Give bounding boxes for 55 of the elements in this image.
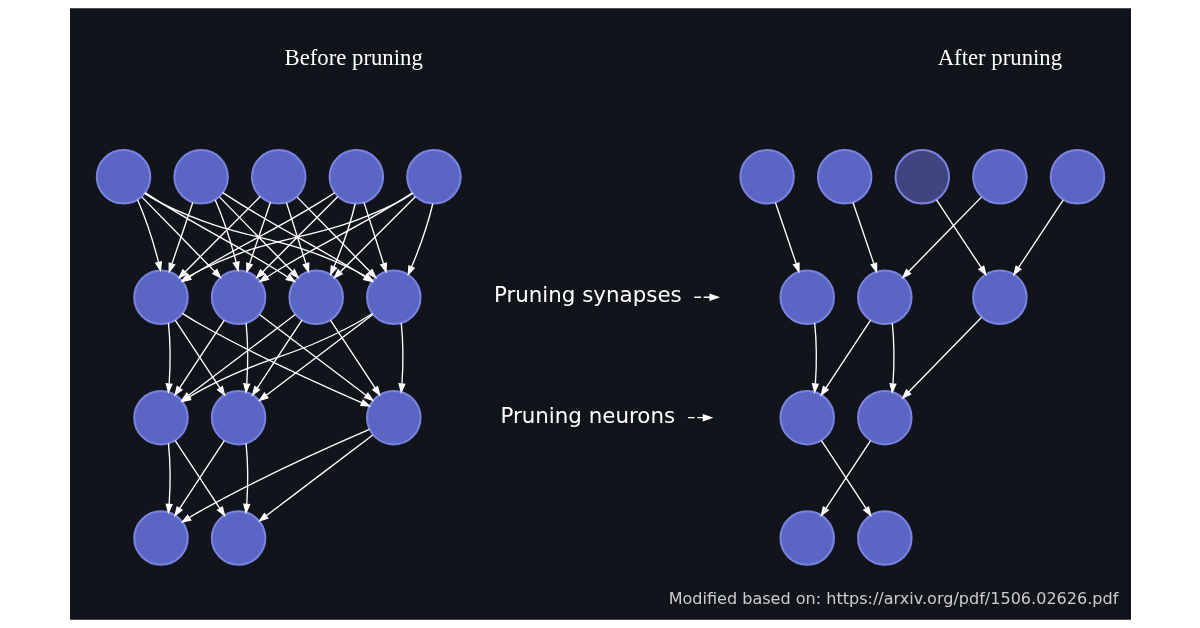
arrow xyxy=(774,201,800,274)
arrow xyxy=(888,322,897,394)
node-circle xyxy=(816,149,872,205)
arrow xyxy=(164,442,173,515)
node-circle xyxy=(971,269,1028,326)
arrow xyxy=(251,319,303,397)
node-circle xyxy=(971,149,1028,205)
arrow xyxy=(407,203,433,277)
node-circle xyxy=(172,149,229,205)
arrow xyxy=(693,293,720,302)
node-circle xyxy=(210,510,266,566)
node-text: Pruning synapses xyxy=(493,282,682,308)
node-circle xyxy=(328,149,384,205)
arrow xyxy=(329,319,381,397)
arrow xyxy=(819,319,871,397)
arrow xyxy=(136,199,162,273)
arrow xyxy=(180,428,370,524)
node-circle xyxy=(778,389,835,446)
arrow xyxy=(900,316,982,400)
arrow xyxy=(362,201,387,274)
node-text: Pruning neurons xyxy=(499,402,675,428)
node-circle xyxy=(778,269,835,326)
node-circle xyxy=(132,510,189,566)
arrow xyxy=(214,199,240,273)
node-circle xyxy=(405,149,462,205)
node-circle xyxy=(778,510,835,566)
arrow xyxy=(686,413,713,422)
node-circle xyxy=(1049,149,1105,205)
arrow xyxy=(296,196,377,279)
arrow xyxy=(242,442,251,515)
label: After pruning xyxy=(937,44,1062,70)
arrow xyxy=(935,199,987,277)
arrow xyxy=(397,322,406,394)
arrow xyxy=(1012,199,1064,277)
arrow xyxy=(254,195,339,280)
label: Before pruning xyxy=(284,44,423,70)
arrow xyxy=(245,201,271,274)
arrow xyxy=(329,203,356,277)
arrow xyxy=(218,196,300,279)
arrow xyxy=(900,196,982,279)
arrow xyxy=(811,322,819,394)
arrow xyxy=(257,434,374,522)
node-circle xyxy=(210,389,266,446)
arrow xyxy=(242,322,251,394)
arrow xyxy=(285,201,309,274)
node-circle xyxy=(738,149,795,205)
node-circle xyxy=(894,149,950,205)
node-circle xyxy=(95,149,151,205)
caption: Modified based on: https://arxiv.org/pdf/1506.02626.pdf xyxy=(668,589,1118,609)
arrow xyxy=(851,201,877,274)
arrow xyxy=(140,196,222,279)
node-circle xyxy=(250,149,306,205)
arrow xyxy=(164,322,173,394)
arrow xyxy=(168,201,193,274)
node-circle xyxy=(856,510,913,566)
